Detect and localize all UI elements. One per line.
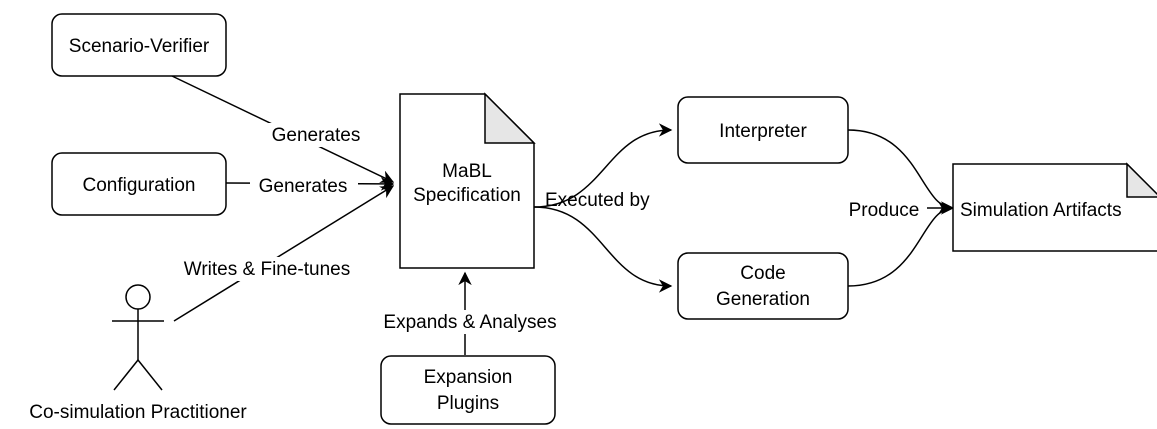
code-generation-node: Code Generation [677,252,849,320]
edge-practitioner-to-spec [173,185,395,322]
interpreter-label: Interpreter [719,121,807,142]
scenario-verifier-label: Scenario-Verifier [69,36,210,57]
mabl-spec-label-line1: MaBL [442,161,492,182]
edge-label-scenario-generates: Generates [272,125,361,146]
scenario-verifier-node: Scenario-Verifier [51,13,227,77]
edge-label-produce: Produce [849,200,920,221]
edge-spec-to-codegen [533,206,673,293]
mabl-specification-node: MaBL Specification [399,92,536,269]
edge-label-expands-analyses: Expands & Analyses [383,312,556,333]
configuration-label: Configuration [82,175,195,196]
expansion-plugins-node: Expansion Plugins [380,355,556,425]
edge-label-configuration-generates: Generates [259,176,348,197]
practitioner-actor-icon [112,284,164,391]
configuration-node: Configuration [51,152,227,216]
practitioner-label: Co-simulation Practitioner [29,402,247,423]
edge-spec-to-interpreter [533,123,673,208]
edge-label-executed-by: Executed by [545,190,650,211]
expansion-plugins-label-line2: Plugins [437,393,499,414]
mabl-spec-label-line2: Specification [413,185,521,206]
code-generation-label-line2: Generation [716,289,810,310]
simulation-artifacts-label: Simulation Artifacts [960,200,1122,221]
expansion-plugins-label-line1: Expansion [424,367,513,388]
simulation-artifacts-node: Simulation Artifacts [952,162,1157,252]
code-generation-label-line1: Code [740,263,785,284]
edge-interpreter-to-artifacts [847,129,954,209]
interpreter-node: Interpreter [677,96,849,164]
edge-label-writes-fine-tunes: Writes & Fine-tunes [184,259,350,280]
